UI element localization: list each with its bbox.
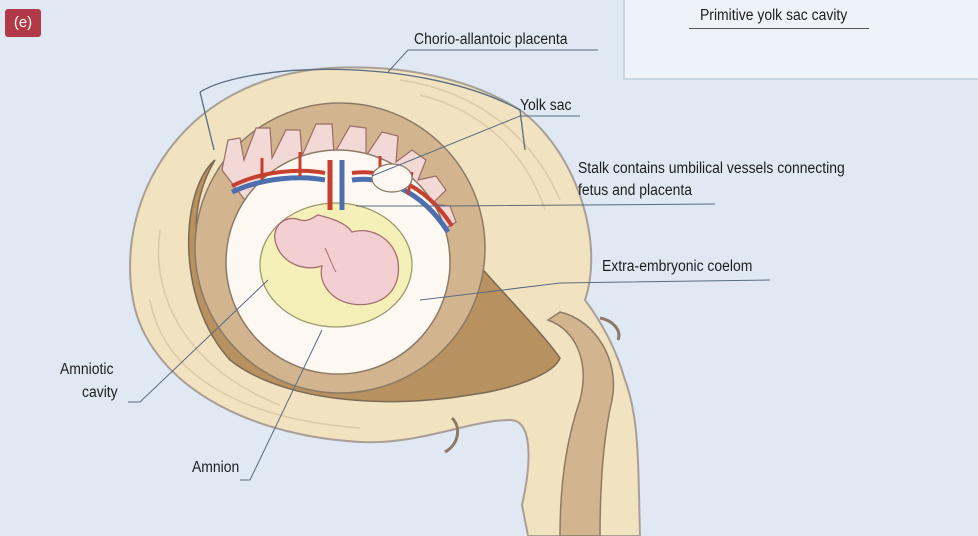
label-amniotic-cavity-line1: Amniotic (60, 360, 113, 380)
label-amniotic-cavity-line2: cavity (82, 383, 118, 403)
label-yolk-sac: Yolk sac (520, 96, 571, 116)
label-amnion: Amnion (192, 458, 239, 478)
label-extra-embryonic-coelom: Extra-embryonic coelom (602, 257, 752, 277)
label-stalk-line1: Stalk contains umbilical vessels connect… (578, 159, 845, 179)
leader-chorio-allantoic-placenta (388, 50, 598, 72)
label-chorio-allantoic-placenta: Chorio-allantoic placenta (414, 30, 568, 50)
label-stalk-line2: fetus and placenta (578, 181, 692, 201)
